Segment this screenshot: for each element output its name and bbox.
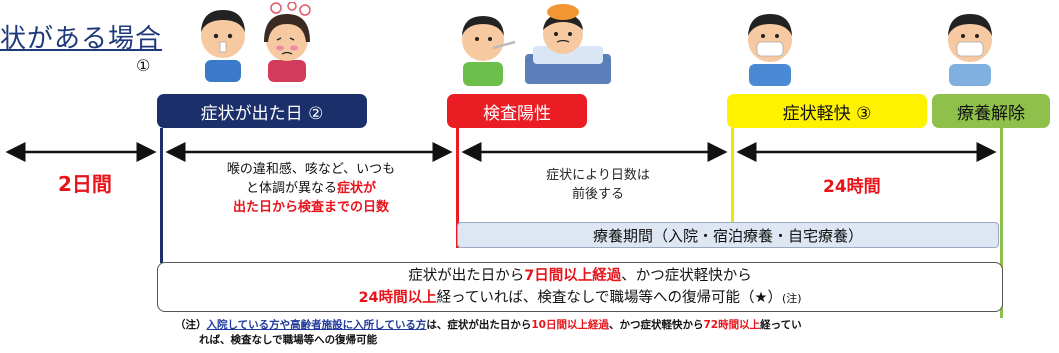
footnote-mid3: 経ってい [760,319,802,331]
timeline-arrows [5,142,997,162]
footnote-link[interactable]: 入院している方や高齢者施設に入所している方 [206,319,427,331]
sick-people-icon [201,2,311,82]
note-onset-line1: 喉の違和感、咳など、いつも [226,162,396,177]
timeline-divider-release [1000,128,1003,318]
page-title: 状がある場合 [0,24,163,54]
stage-symptoms-mild: 症状軽快 ③ [727,94,927,128]
cond1-text-b: 、かつ症状軽快から [621,268,752,284]
note-positive-line1: 症状により日数は [546,168,650,183]
test-swab-icon [462,16,516,86]
footnote-mid1: は、症状が出た日から [426,319,532,331]
footnote-mid2: 、かつ症状軽快から [609,319,704,331]
label-two-days: 2日間 [58,172,112,196]
stage-release: 療養解除 [932,94,1050,128]
note-onset-line3: 出た日から検査までの日数 [232,200,389,215]
stage-test-positive: 検査陽性 [447,94,587,128]
masked-person-icon [748,14,792,86]
note-positive-line2: 前後する [571,187,624,202]
bedridden-person-icon [525,4,611,84]
footnote-line1: （注）入院している方や高齢者施設に入所している方は、症状が出た日から10日間以上… [175,318,1055,333]
label-24-hours: 24時間 [823,177,881,197]
return-condition-box: 症状が出た日から7日間以上経過、かつ症状軽快から 24時間以上経っていれば、検査… [157,262,1003,312]
note-onset-line2-red: 症状が [337,181,377,196]
footnote-prefix: （注） [175,319,207,331]
sick-boy-icon [201,10,245,82]
note-onset-line2-text: と体調が異なる [245,181,337,196]
timeline-divider-positive [456,128,459,248]
footnote-red2: 72時間以上 [703,319,761,331]
masked-person-icon [948,14,992,86]
sick-girl-icon [264,2,311,82]
recovery-period-bar: 療養期間（入院・宿泊療養・自宅療養） [457,222,999,248]
note-test-to-mild: 症状により日数は 前後する [478,166,718,204]
cond2-text: 経っていれば、検査なしで職場等への復帰可能（★） [436,290,782,306]
cond2-red: 24時間以上 [358,290,437,306]
return-condition-line1: 症状が出た日から7日間以上経過、かつ症状軽快から [158,265,1002,287]
title-number: ① [136,56,151,75]
cond1-text-a: 症状が出た日から [408,268,525,284]
stage-onset: 症状が出た日 ② [157,94,367,128]
note-onset-to-test: 喉の違和感、咳など、いつも と体調が異なる症状が 出た日から検査までの日数 [176,160,446,217]
footnote-red1: 10日間以上経過 [531,319,609,331]
timeline-divider-onset [160,128,163,263]
note-onset-line2: と体調が異なる症状が [176,179,446,198]
footnote-line2: れば、検査なしで職場等への復帰可能 [199,334,378,346]
return-condition-line2: 24時間以上経っていれば、検査なしで職場等への復帰可能（★）(注) [158,287,1002,310]
cond2-note-marker: (注) [781,292,802,305]
timeline-divider-mild [731,128,734,223]
cond1-red: 7日間以上経過 [524,268,622,284]
footnote: （注）入院している方や高齢者施設に入所している方は、症状が出た日から10日間以上… [175,318,1055,348]
test-positive-icon [462,4,611,86]
